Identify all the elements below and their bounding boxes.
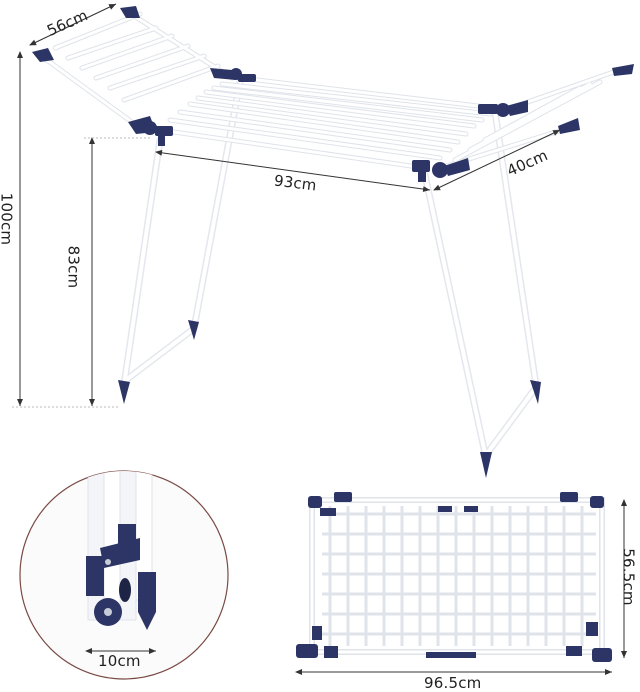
folded-width-label: 56.5cm	[619, 548, 638, 606]
folded-detail	[19, 470, 229, 680]
folded-thickness-label: 10cm	[98, 652, 141, 670]
rail-height-label: 83cm	[64, 245, 83, 289]
assembled-rack	[12, 3, 634, 478]
folded-length-label: 96.5cm	[424, 674, 482, 692]
folded-rack	[295, 492, 627, 675]
feet	[118, 320, 541, 478]
total-height-label: 100cm	[0, 192, 16, 246]
dimension-lines	[12, 3, 561, 408]
